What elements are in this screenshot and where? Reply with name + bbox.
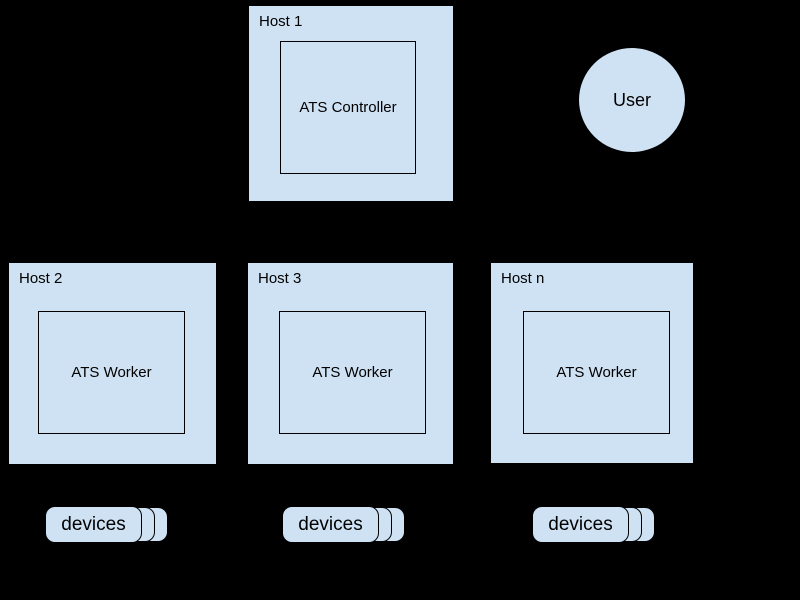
device-card-front: devices	[532, 506, 629, 543]
devices-label-3: devices	[548, 513, 613, 535]
device-stack-3: devices	[532, 506, 656, 543]
ats-worker-label-n: ATS Worker	[556, 364, 637, 381]
host-1-label: Host 1	[259, 13, 303, 30]
device-card-front: devices	[45, 506, 142, 543]
ats-worker-box-2: ATS Worker	[279, 311, 426, 434]
device-stack-2: devices	[282, 506, 406, 543]
ats-controller-box: ATS Controller	[280, 41, 416, 174]
host-3-node: Host 3 ATS Worker	[247, 262, 454, 465]
ats-worker-label-1: ATS Worker	[71, 364, 152, 381]
host-n-label: Host n	[501, 270, 545, 287]
ats-worker-box-n: ATS Worker	[523, 311, 670, 434]
device-stack-1: devices	[45, 506, 169, 543]
ats-worker-label-2: ATS Worker	[312, 364, 393, 381]
user-label: User	[612, 89, 651, 110]
ats-controller-label: ATS Controller	[299, 99, 397, 116]
devices-label-2: devices	[298, 513, 363, 535]
devices-label-1: devices	[61, 513, 126, 535]
host-2-label: Host 2	[19, 270, 63, 287]
host-2-node: Host 2 ATS Worker	[8, 262, 217, 465]
user-node: User	[578, 47, 686, 153]
host-n-node: Host n ATS Worker	[490, 262, 694, 464]
ats-worker-box-1: ATS Worker	[38, 311, 185, 434]
device-card-front: devices	[282, 506, 379, 543]
host-3-label: Host 3	[258, 270, 302, 287]
host-1-node: Host 1 ATS Controller	[248, 5, 454, 202]
